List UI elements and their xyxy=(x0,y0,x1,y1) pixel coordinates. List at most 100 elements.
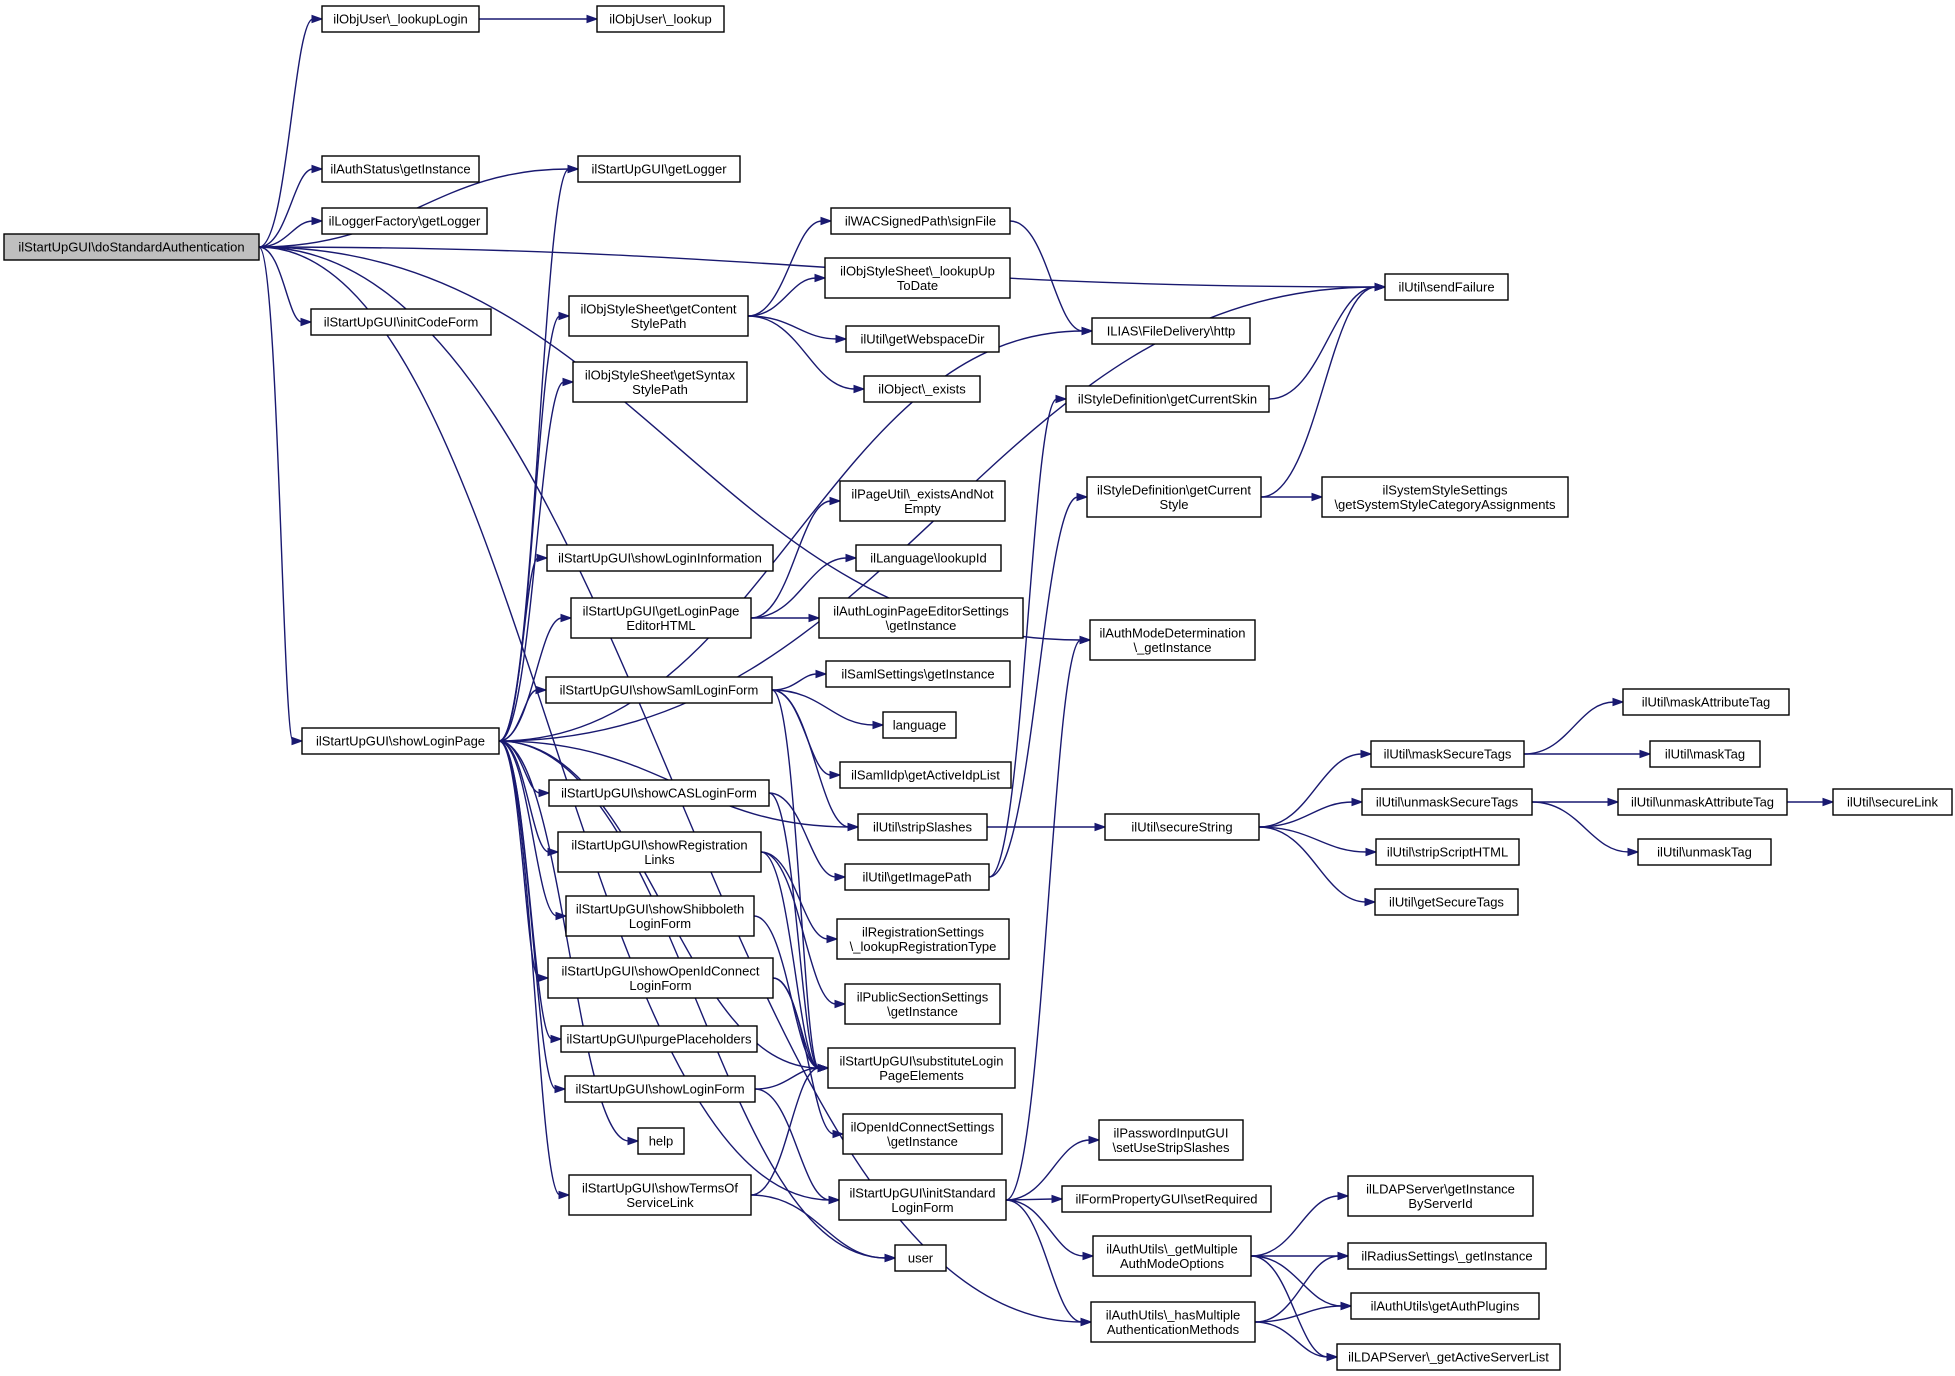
node-saml-settings[interactable]: ilSamlSettings\getInstance xyxy=(825,660,1011,688)
node-box xyxy=(557,831,762,873)
node-pwd-input[interactable]: ilPasswordInputGUI\setUseStripSlashes xyxy=(1098,1119,1244,1161)
edge-line xyxy=(1254,1255,1340,1323)
arrow-head xyxy=(560,613,573,623)
node-show-login-form[interactable]: ilStartUpGUI\showLoginForm xyxy=(564,1075,756,1103)
node-box xyxy=(596,5,725,33)
node-auth-mode-det[interactable]: ilAuthModeDetermination\_getInstance xyxy=(1089,619,1256,661)
node-box xyxy=(560,1025,758,1053)
node-saml-form[interactable]: ilStartUpGUI\showSamlLoginForm xyxy=(545,676,773,704)
node-label: ilUtil\maskSecureTags xyxy=(1384,747,1512,762)
node-auth-login-editor[interactable]: ilAuthLoginPageEditorSettings\getInstanc… xyxy=(818,597,1024,639)
arrow-head xyxy=(586,14,599,24)
node-help[interactable]: help xyxy=(637,1127,685,1155)
node-label: \getInstance xyxy=(886,618,957,633)
node-mask-secure[interactable]: ilUtil\maskSecureTags xyxy=(1370,740,1525,768)
node-label: EditorHTML xyxy=(626,618,695,633)
node-root[interactable]: ilStartUpGUI\doStandardAuthentication xyxy=(3,233,260,261)
edge-line xyxy=(498,740,887,1259)
node-open-id-settings[interactable]: ilOpenIdConnectSettings\getInstance xyxy=(842,1113,1003,1155)
arrow-head xyxy=(535,685,548,695)
node-label: ilObjUser\_lookupLogin xyxy=(333,12,467,27)
arrow-head xyxy=(817,1063,830,1073)
edge-unmask-secure-to-unmask-attr xyxy=(1532,797,1620,807)
node-label: ilAuthModeDetermination xyxy=(1100,626,1246,641)
arrow-head xyxy=(554,1084,567,1094)
node-send-failure[interactable]: ilUtil\sendFailure xyxy=(1384,273,1509,301)
node-purge[interactable]: ilStartUpGUI\purgePlaceholders xyxy=(560,1025,758,1053)
node-sign-file[interactable]: ilWACSignedPath\signFile xyxy=(830,207,1011,235)
node-show-login-page[interactable]: ilStartUpGUI\showLoginPage xyxy=(301,727,500,755)
node-label: ilStyleDefinition\getCurrent xyxy=(1097,483,1251,498)
edge-secure-string-to-mask-secure xyxy=(1258,749,1373,828)
arrow-head xyxy=(820,216,833,226)
node-unmask-attr[interactable]: ilUtil\unmaskAttributeTag xyxy=(1617,788,1788,816)
node-lookup[interactable]: ilObjUser\_lookup xyxy=(596,5,725,33)
node-unmask-tag[interactable]: ilUtil\unmaskTag xyxy=(1637,838,1772,866)
edge-line xyxy=(1523,701,1615,755)
node-label: ilStartUpGUI\showLoginForm xyxy=(575,1082,744,1097)
node-label: ilStartUpGUI\initStandard xyxy=(850,1186,996,1201)
node-image-path[interactable]: ilUtil\getImagePath xyxy=(844,863,990,891)
arrow-head xyxy=(562,377,575,387)
node-set-required[interactable]: ilFormPropertyGUI\setRequired xyxy=(1061,1185,1272,1213)
edge-show-login-page-to-show-login-form xyxy=(498,740,567,1094)
node-mask-attr[interactable]: ilUtil\maskAttributeTag xyxy=(1622,688,1790,716)
edge-root-to-init-code-form xyxy=(258,246,313,327)
node-init-code-form[interactable]: ilStartUpGUI\initCodeForm xyxy=(310,308,492,336)
node-box xyxy=(1321,476,1569,518)
node-radius[interactable]: ilRadiusSettings\_getInstance xyxy=(1347,1242,1547,1270)
node-public-section[interactable]: ilPublicSectionSettings\getInstance xyxy=(844,983,1001,1025)
edge-unmask-attr-to-secure-link xyxy=(1787,797,1835,807)
node-has-multi-auth[interactable]: ilAuthUtils\_hasMultipleAuthenticationMe… xyxy=(1090,1301,1256,1343)
node-file-delivery[interactable]: ILIAS\FileDelivery\http xyxy=(1091,317,1251,345)
node-label: ILIAS\FileDelivery\http xyxy=(1107,324,1236,339)
node-lookup-login[interactable]: ilObjUser\_lookupLogin xyxy=(321,5,480,33)
node-object-exists[interactable]: ilObject\_exists xyxy=(863,375,981,403)
node-webspace-dir[interactable]: ilUtil\getWebspaceDir xyxy=(845,325,1000,353)
edge-line xyxy=(1250,1255,1329,1358)
node-logger-factory[interactable]: ilLoggerFactory\getLogger xyxy=(321,207,488,235)
node-user[interactable]: user xyxy=(894,1244,947,1272)
node-language[interactable]: language xyxy=(882,711,957,739)
node-secure-link[interactable]: ilUtil\secureLink xyxy=(1832,788,1953,816)
node-label: ilUtil\stripSlashes xyxy=(873,820,972,835)
node-cas-form[interactable]: ilStartUpGUI\showCASLoginForm xyxy=(548,779,770,807)
node-get-logger[interactable]: ilStartUpGUI\getLogger xyxy=(577,155,741,183)
arrow-head xyxy=(1311,492,1324,502)
node-strip-slashes[interactable]: ilUtil\stripSlashes xyxy=(857,813,988,841)
node-reg-settings[interactable]: ilRegistrationSettings\_lookupRegistrati… xyxy=(836,918,1010,960)
node-label: ilWACSignedPath\signFile xyxy=(845,214,996,229)
node-secure-string[interactable]: ilUtil\secureString xyxy=(1104,813,1260,841)
node-saml-idp[interactable]: ilSamlIdp\getActiveIdpList xyxy=(839,761,1012,789)
node-strip-script[interactable]: ilUtil\stripScriptHTML xyxy=(1375,838,1520,866)
node-box xyxy=(565,895,755,937)
arrow-head xyxy=(537,973,550,983)
node-mask-tag[interactable]: ilUtil\maskTag xyxy=(1649,740,1761,768)
edge-root-to-show-login-page xyxy=(258,246,304,746)
node-unmask-secure[interactable]: ilUtil\unmaskSecureTags xyxy=(1361,788,1533,816)
node-get-secure-tags[interactable]: ilUtil\getSecureTags xyxy=(1374,888,1519,916)
node-auth-plugins[interactable]: ilAuthUtils\getAuthPlugins xyxy=(1350,1292,1540,1320)
edge-has-multi-auth-to-radius xyxy=(1254,1251,1350,1323)
node-system-style[interactable]: ilSystemStyleSettings\getSystemStyleCate… xyxy=(1321,476,1569,518)
node-ldap-active[interactable]: ilLDAPServer\_getActiveServerList xyxy=(1336,1343,1561,1371)
node-show-login-info[interactable]: ilStartUpGUI\showLoginInformation xyxy=(546,544,774,572)
node-current-skin[interactable]: ilStyleDefinition\getCurrentSkin xyxy=(1065,385,1270,413)
node-lookup-id[interactable]: ilLanguage\lookupId xyxy=(855,544,1002,572)
edge-content-style-path-to-lookup-up-to-date xyxy=(747,273,827,317)
node-auth-status[interactable]: ilAuthStatus\getInstance xyxy=(321,155,480,183)
